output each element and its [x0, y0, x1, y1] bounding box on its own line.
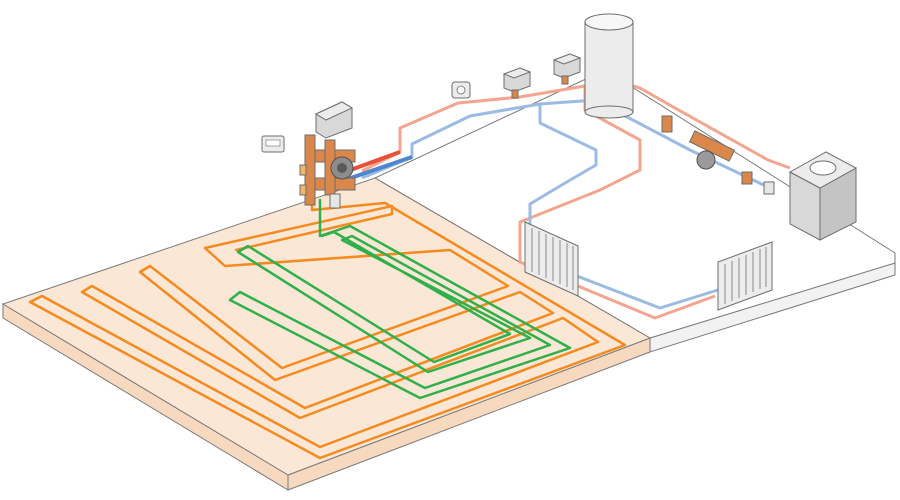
fill-valve-icon: [763, 181, 775, 195]
boiler-circulation-pump: [661, 115, 775, 195]
room-thermostat-left: [261, 135, 285, 153]
actuator-2-top: [552, 53, 582, 65]
zone-valve-actuator-2: [552, 53, 582, 85]
radiator-left: [524, 221, 579, 297]
supply-branch-radiators: [518, 86, 716, 320]
pump-rotor-icon: [337, 163, 347, 173]
underfloor-supply-loop: [28, 198, 627, 460]
heated-slab-top: [1, 177, 652, 476]
radiator-left-panel: [524, 221, 579, 297]
manifold-return-connection: [344, 155, 413, 182]
return-branch-radiators: [528, 104, 719, 310]
manifold-supply-connection: [344, 150, 401, 174]
cylinder-base: [584, 105, 634, 119]
actuator-1-valve: [511, 89, 519, 99]
thermostat-dial-icon: [456, 85, 466, 95]
control-unit: [314, 101, 354, 139]
flow-meter-icon-2: [299, 184, 307, 196]
control-unit-top: [314, 101, 354, 121]
boiler-flue-icon: [809, 160, 837, 176]
hot-water-cylinder: [584, 13, 634, 119]
safety-valve-icon: [661, 115, 673, 133]
actuator-1-top: [502, 67, 532, 79]
underfloor-return-loop: [228, 198, 572, 400]
actuator-2-valve: [561, 75, 569, 85]
drain-valve-icon: [329, 193, 341, 209]
boiler: [788, 151, 858, 241]
heated-floor-slab: [1, 177, 652, 491]
radiator-right: [717, 241, 773, 311]
boiler-pump-icon: [696, 150, 716, 170]
thermostat-left-display: [265, 139, 281, 147]
radiator-left-fins: [531, 228, 574, 290]
pump-mixing-manifold: [299, 134, 356, 209]
radiator-right-fins: [724, 247, 767, 304]
check-valve-icon: [741, 171, 753, 185]
cylinder-body: [584, 21, 634, 113]
cylinder-top: [584, 13, 634, 31]
flow-meter-icon: [299, 164, 307, 176]
zone-valve-actuator-1: [502, 67, 532, 99]
room-thermostat-top: [451, 81, 471, 99]
underfloor-loops: [28, 198, 627, 460]
